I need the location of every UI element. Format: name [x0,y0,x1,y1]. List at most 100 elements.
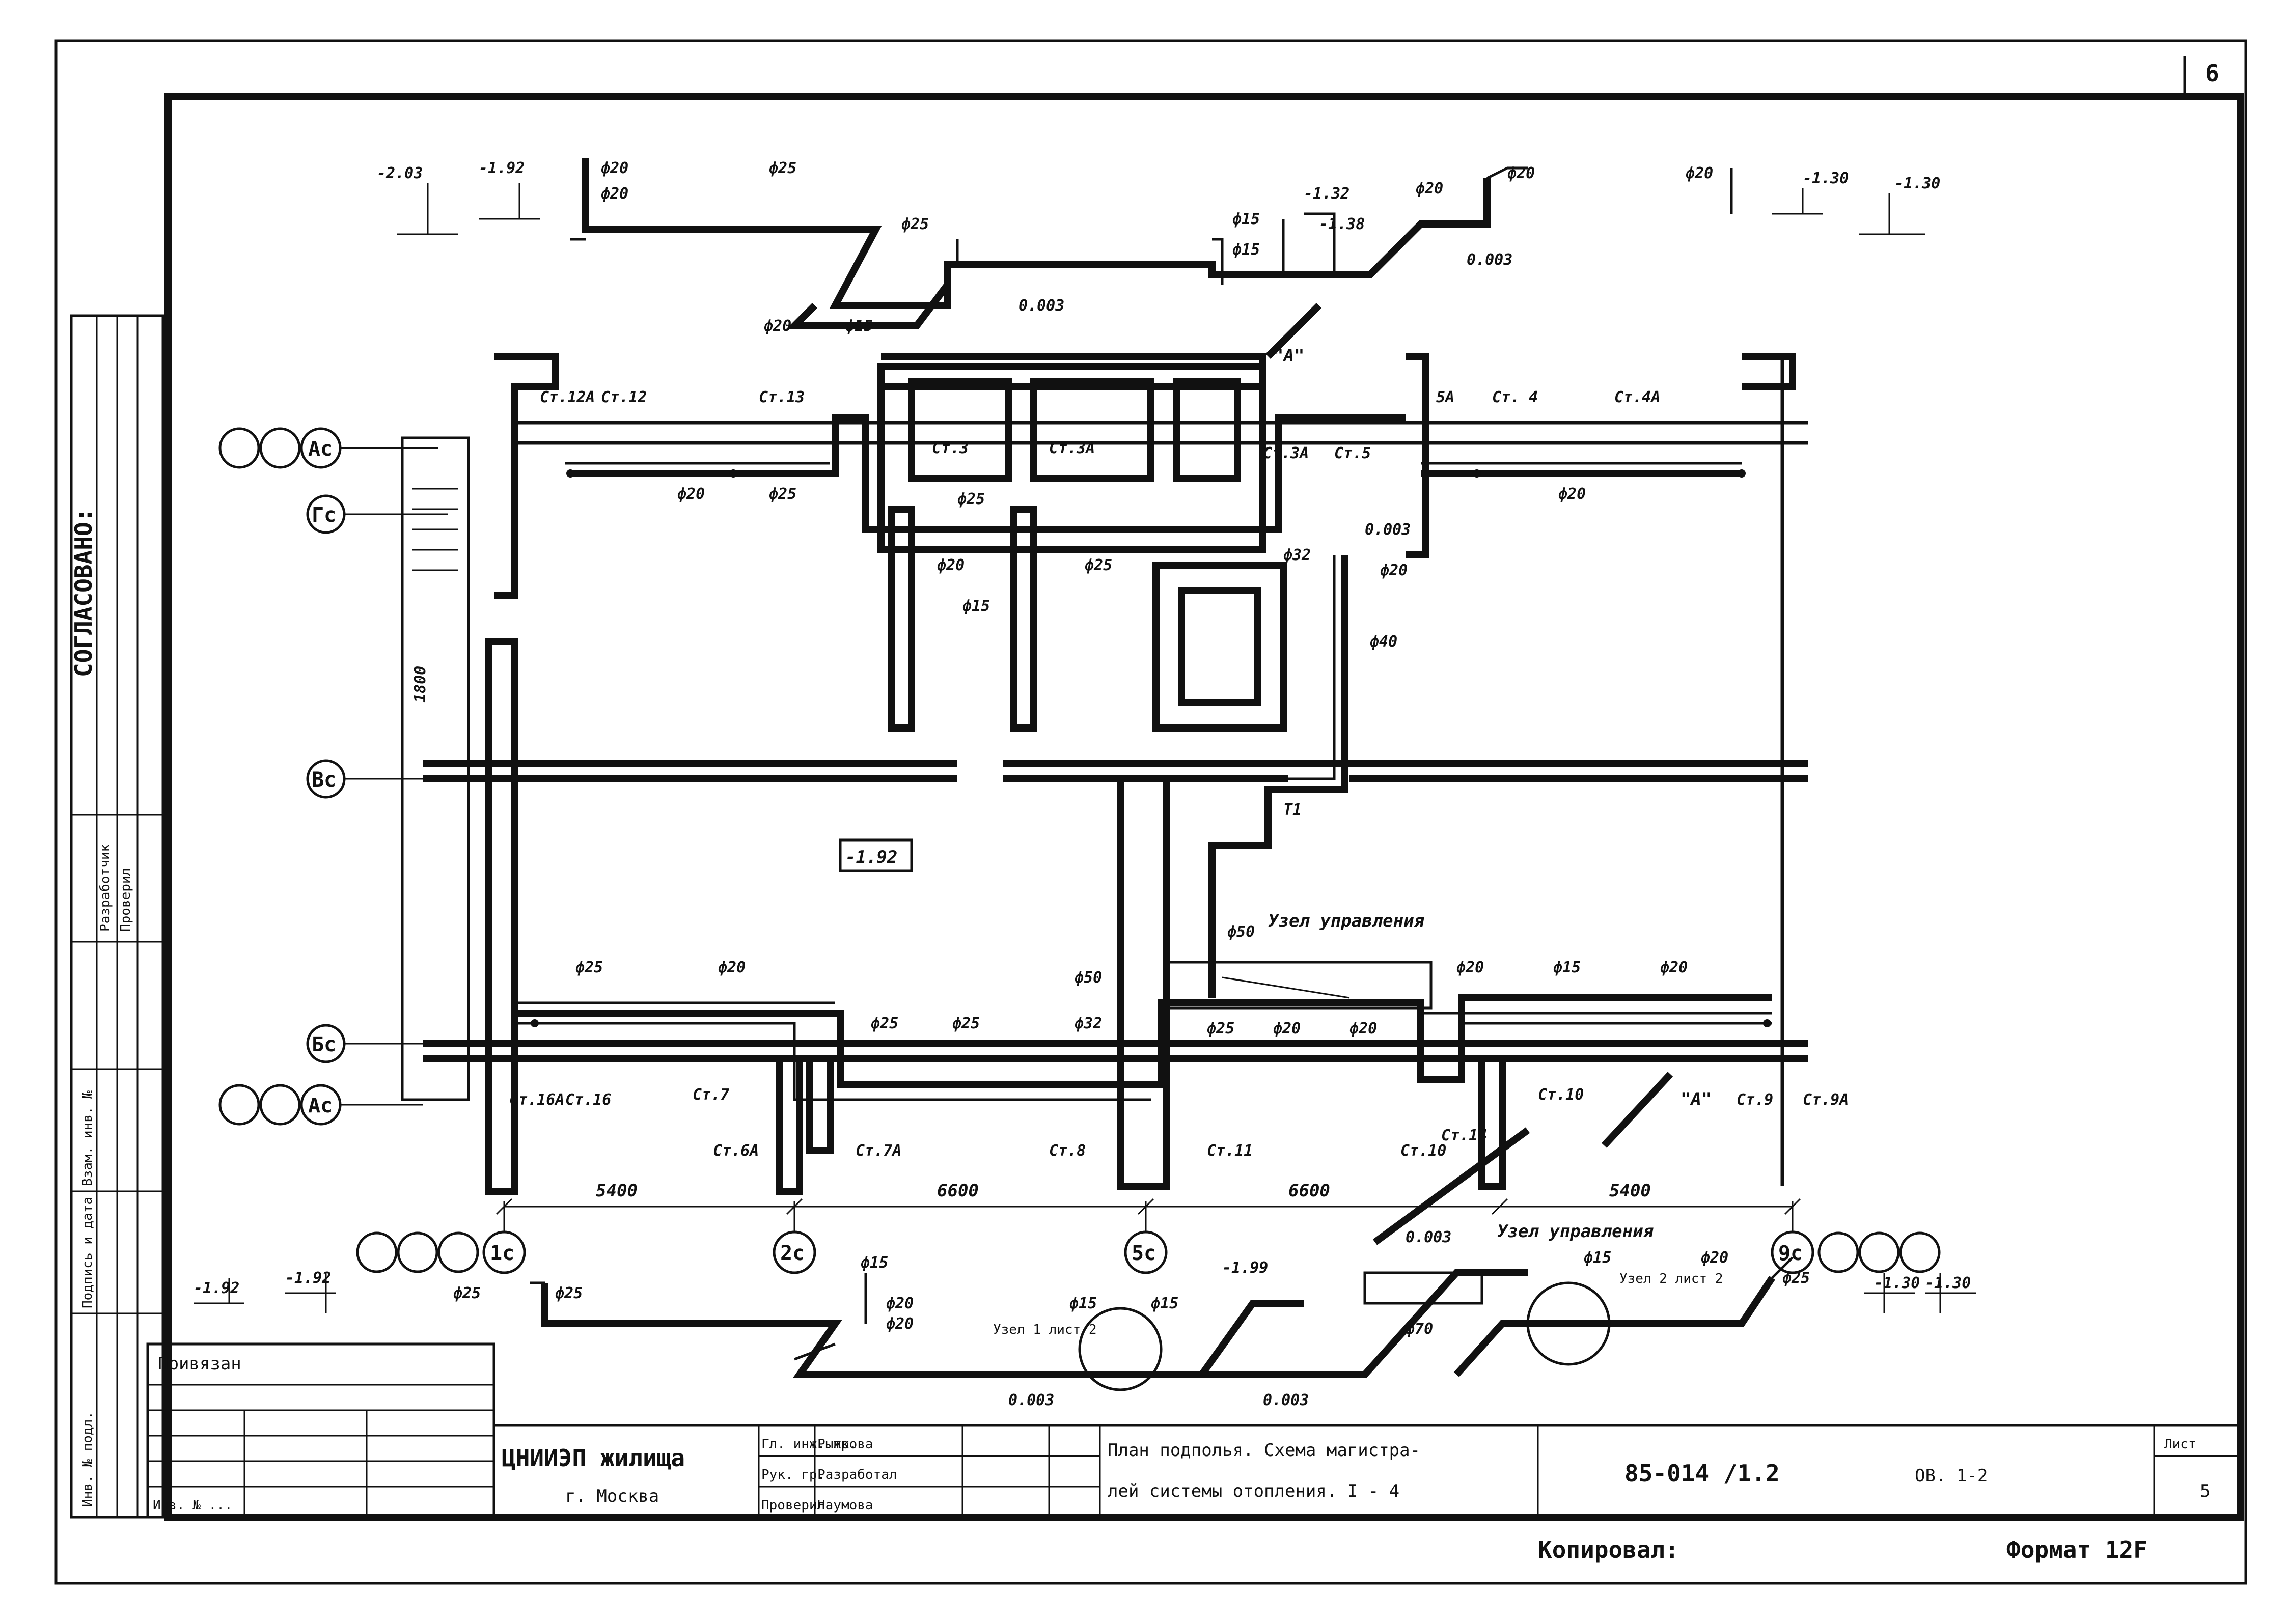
top-slope-2: 0.003 [1467,251,1512,269]
pipe-label: ф25 [952,1015,980,1032]
drawing-label: -1.92 [285,1269,331,1287]
drawing-label: 0.003 [1365,521,1411,539]
top-mark-4: -1.38 [1319,215,1365,233]
axis-label: Бс [312,1033,336,1056]
side-signer-2: Проверил [118,868,133,932]
dimension-value: 6600 [1288,1181,1330,1201]
pipe-label: ф15 [1553,959,1581,976]
schema-top: -2.03 -1.92 -1.32 -1.38 -1.30 -1.30 ф20 … [377,158,1940,366]
tb-org-line2: г. Москва [565,1486,659,1506]
axis-label: 2с [780,1242,805,1265]
tb-doc-code: 85-014 /1.2 [1624,1460,1780,1487]
riser-label: Ст.3А [1049,439,1095,457]
pipe-label: ф50 [1075,969,1102,987]
top-mark-1: -2.03 [377,164,423,182]
dimension-line: 5400 6600 6600 5400 [495,1181,1801,1215]
tb-role: Рук. гр. [761,1467,825,1482]
riser-label: Ст.8 [1049,1142,1086,1160]
pipe-label: ф20 [1349,1020,1377,1038]
format-label: Формат 12F [2006,1536,2147,1563]
drawing-label: ф25 [1782,1269,1810,1287]
node-ref: Узел 2 лист 2 [1619,1271,1723,1286]
top-mark-5: -1.30 [1803,170,1849,187]
pipe-label: ф20 [677,485,705,503]
section-mark-bottom: "А" [1681,1089,1712,1109]
top-mark-6: -1.30 [1894,175,1940,192]
side-stamp-title: СОГЛАСОВАНО: [70,508,97,677]
drawing-label: ф25 [555,1284,583,1302]
drawing-label: ф15 [1069,1295,1097,1312]
riser-label: Ст.12А [540,388,595,406]
pipe-label: ф25 [1207,1020,1234,1038]
dimension-value: 5400 [1609,1181,1651,1201]
pipe-label: ф20 [1456,959,1484,976]
tb-name: Рыжкова [817,1437,873,1452]
pipe-label: ф20 [718,959,746,976]
axis-label: 5с [1132,1242,1156,1265]
drawing-label: ф25 [453,1284,481,1302]
pipe-label: ф40 [1370,633,1397,651]
side-signer-1: Разработчик [98,844,113,932]
drawing-label: 0.003 [1406,1228,1451,1246]
pipe-label: ф20 [1273,1020,1301,1038]
axis-label: 1с [490,1242,514,1265]
pipe-label: ф50 [1227,923,1255,941]
drawing-label: ф20 [601,185,628,203]
drawing-label: ф20 [601,159,628,177]
drawing-label: ф20 [1701,1249,1728,1267]
node-title-bottom: Узел управления [1497,1221,1654,1242]
drawing-label: ф20 [1686,164,1713,182]
side-label-sign: Подпись и дата [80,1197,95,1308]
riser-label: Ст.12 [601,388,647,406]
pipe-label: ф20 [1380,562,1408,579]
drawing-label: -1.30 [1874,1274,1920,1292]
riser-label: Ст.6А [713,1142,759,1160]
riser-label: Ст.3 [932,439,969,457]
pipe-label: ф25 [575,959,603,976]
tb-sheet-code: ОВ. 1-2 [1915,1466,1988,1486]
tb-inv: Инв. № ... [153,1498,233,1513]
dimension-value: 6600 [937,1181,979,1201]
axis-label: Ас [308,1094,333,1117]
axis-label: Гс [312,503,336,527]
side-label-invno: Инв. № подл. [80,1411,95,1507]
section-mark-top: "А" [1273,346,1304,366]
drawing-label: ф15 [845,317,873,335]
axis-label: Ас [308,437,333,461]
tb-name: Разработал [817,1467,897,1482]
drawing-label: 0.003 [1263,1391,1309,1409]
schema-bottom: -1.92 -1.92 -1.99 -1.30 -1.30 ф25 ф25 ф1… [194,1127,1976,1409]
drawing-label: ф15 [1584,1249,1611,1267]
drawing-label: ф20 [886,1315,914,1333]
drawing-label: ф25 [901,215,929,233]
pipe-label: ф20 [1558,485,1586,503]
riser-label: Ст.7А [856,1142,901,1160]
drawing-label: ф70 [1406,1320,1433,1338]
axis-label: 9с [1778,1242,1803,1265]
pipe-label: ф20 [937,556,965,574]
tb-sheet-no: 5 [2200,1481,2210,1501]
riser-label: Ст.16А [509,1091,564,1109]
title-block: Привязан Инв. № ... ЦНИИЭП жилища г. Мос… [146,1342,2242,1519]
riser-label: Ст.11 [1207,1142,1253,1160]
riser-label: Ст.13 [759,388,805,406]
riser-label: Ст.5 [1334,444,1371,462]
riser-label: Ст.3А [1263,444,1309,462]
riser-label: Ст.4А [1614,388,1660,406]
riser-label: Ст.10 [1400,1142,1446,1160]
drawing-label: 0.003 [1008,1391,1054,1409]
plan-labels: Ст.12А Ст.12 Ст.13 Ст.3 Ст.3А Ст.3А Ст.5… [509,388,1849,1160]
tb-bound: Привязан [158,1354,241,1374]
node-title: Узел управления [1268,911,1425,931]
riser-label: 5А [1436,388,1454,406]
tb-role: Проверил [761,1498,825,1513]
room-mark: -1.92 [845,847,897,867]
side-label-inv: Взам. инв. № [80,1090,95,1186]
drawing-label: ф15 [1151,1295,1178,1312]
pipe-label: ф25 [957,490,985,508]
riser-label: Ст. 4 [1492,388,1538,406]
tb-title-line2: лей системы отопления. I - 4 [1108,1481,1399,1501]
pipe-label: ф25 [1085,556,1112,574]
sheet-corner-number: 6 [2205,60,2219,87]
